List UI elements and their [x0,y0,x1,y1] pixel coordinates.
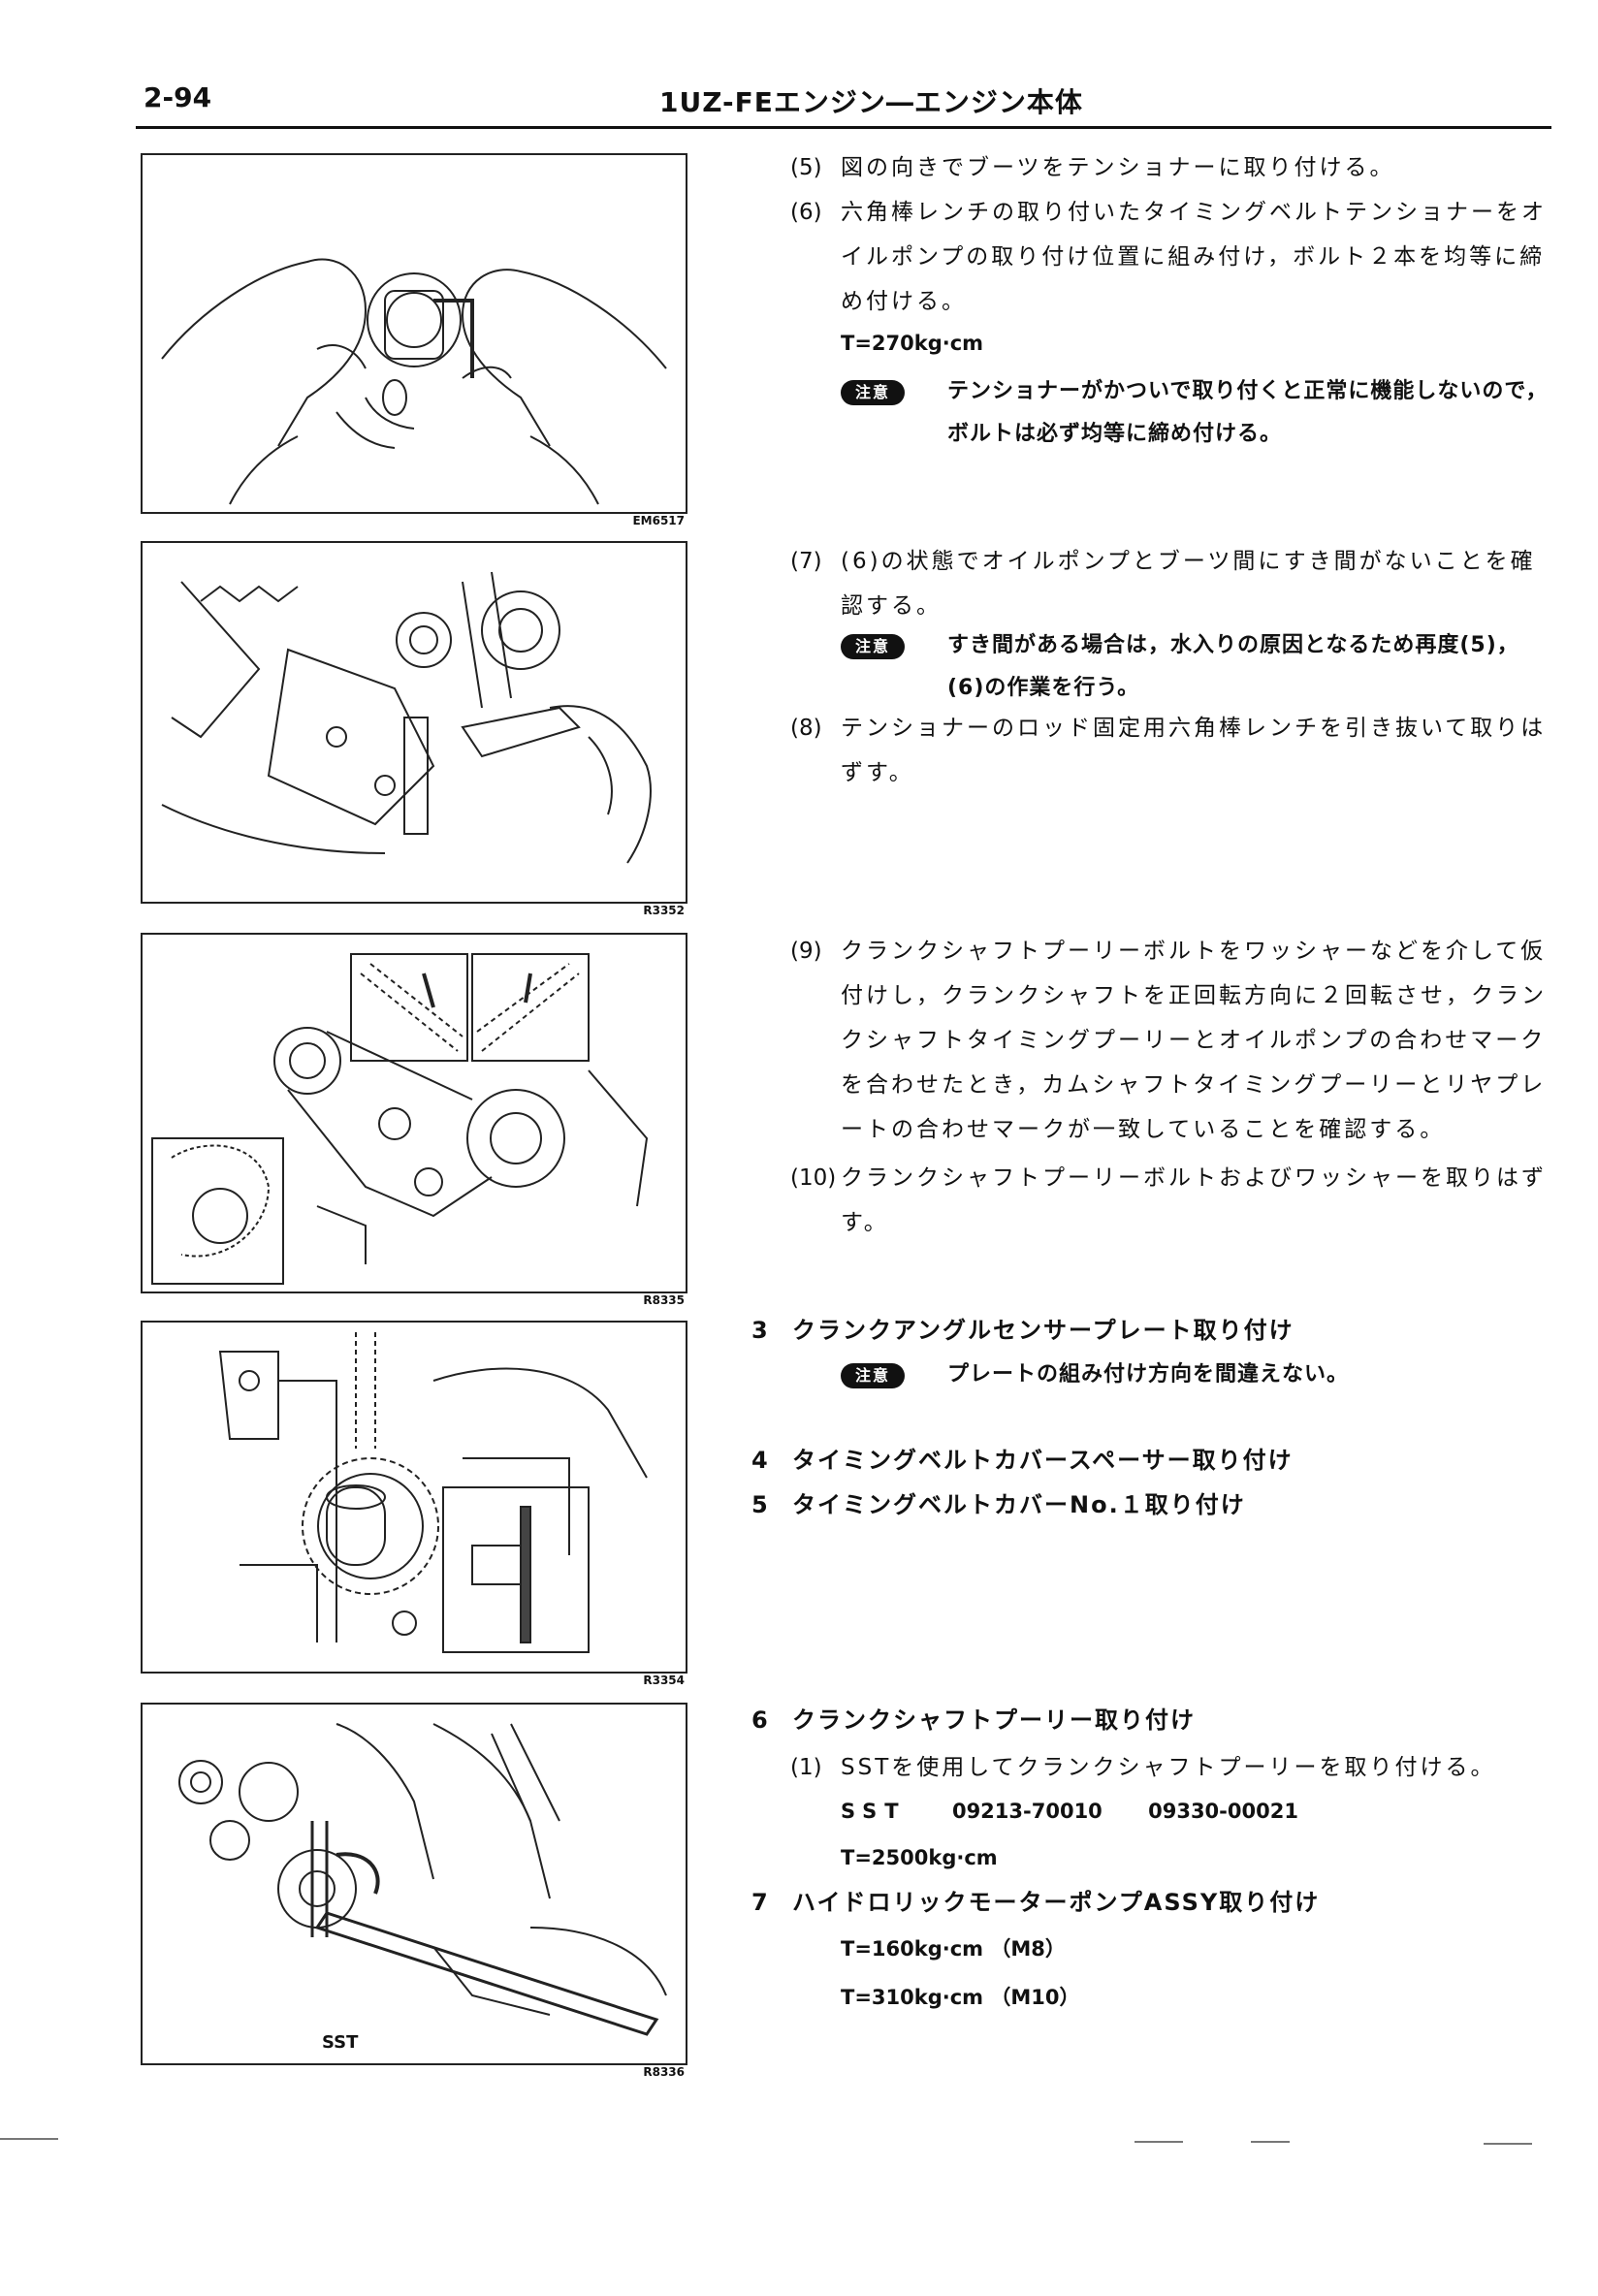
heading-text: ハイドロリックモーターポンプASSY取り付け [792,1889,1321,1916]
scan-mark [1251,2141,1290,2143]
timing-belt-marks-illustration [151,953,649,1285]
figure-code: R8335 [643,1293,685,1307]
step-text: 六角棒レンチの取り付いたタイミングベルトテンショナーをオイルポンプの取り付け位置… [841,200,1547,314]
figure-tensioner-hands [141,153,687,514]
heading-number: 4 [751,1447,768,1474]
tensioner-hands-illustration [161,258,667,505]
caution-text: プレートの組み付け方向を間違えない。 [947,1362,1350,1387]
figure-sst-crank-pulley: SST [141,1703,687,2065]
figure-code: R3352 [643,904,685,917]
step-text: クランクシャフトプーリーボルトおよびワッシャーを取りはずす。 [841,1165,1547,1235]
sst-label: SST [841,1800,907,1823]
heading-text: タイミングベルトカバースペーサー取り付け [792,1447,1294,1474]
figure-code: EM6517 [632,514,685,527]
heading-number: 6 [751,1706,768,1734]
step-number: (9) [790,939,822,964]
heading-number: 5 [751,1491,768,1518]
sst-part-2: 09330-00021 [1148,1800,1298,1823]
figure-crank-angle-sensor-plate [141,1321,687,1674]
step-number: (5) [790,155,822,180]
step-number: (1) [790,1755,822,1780]
heading-number: 3 [751,1317,768,1344]
sst-callout: SST [322,2032,359,2053]
step-text: SSTを使用してクランクシャフトプーリーを取り付ける。 [841,1755,1496,1780]
figure-timing-belt-marks [141,933,687,1293]
wrench-oil-pump-illustration [161,571,652,864]
heading-text: タイミングベルトカバーNo.１取り付け [792,1491,1246,1518]
figure-code: R3354 [643,1674,685,1687]
step-number: (6) [790,200,822,225]
caution-tag: 注意 [841,380,905,405]
step-number: (8) [790,716,822,741]
heading-text: クランクアングルセンサープレート取り付け [792,1317,1294,1344]
figure-wrench-oil-pump [141,541,687,904]
scan-mark [1135,2141,1183,2143]
step-text: クランクシャフトプーリーボルトをワッシャーなどを介して仮付けし，クランクシャフト… [841,939,1547,1142]
step-text: 図の向きでブーツをテンショナーに取り付ける。 [841,155,1395,180]
figure-code: R8336 [643,2065,685,2079]
heading-text: クランクシャフトプーリー取り付け [792,1706,1196,1734]
page-title: 1UZ-FEエンジン―エンジン本体 [659,86,1083,118]
caution-text: テンショナーがかついで取り付くと正常に機能しないので，ボルトは必ず均等に締め付け… [947,379,1549,446]
step-text: テンショナーのロッド固定用六角棒レンチを引き抜いて取りはずす。 [841,716,1547,785]
page-header: 2-94 1UZ-FEエンジン―エンジン本体 [136,78,1551,129]
crank-angle-sensor-plate-illustration [218,1332,648,1653]
scan-mark [1484,2143,1532,2145]
step-number: (7) [790,549,822,574]
step-text: (6)の状態でオイルポンプとブーツ間にすき間がないことを確認する。 [841,549,1536,619]
caution-tag: 注意 [841,1363,905,1388]
tensioner-torque-spec: T=270kg·cm [841,332,984,355]
page-number: 2-94 [144,81,212,113]
scan-mark [0,2138,58,2140]
caution-tag: 注意 [841,634,905,659]
sst-crank-pulley-illustration [178,1723,667,2036]
pump-torque-m8: T=160kg·cm （M8） [841,1937,1066,1961]
sst-part-1: 09213-70010 [951,1800,1103,1823]
pulley-torque-spec: T=2500kg·cm [841,1846,998,1869]
pump-torque-m10: T=310kg·cm （M10） [841,1986,1080,2009]
caution-text: すき間がある場合は，水入りの原因となるため再度(5)，(6)の作業を行う。 [947,633,1519,700]
sst-spec: SST 09213-70010 09330-00021 [841,1792,1298,1831]
heading-number: 7 [751,1889,768,1916]
step-number: (10) [790,1165,837,1191]
